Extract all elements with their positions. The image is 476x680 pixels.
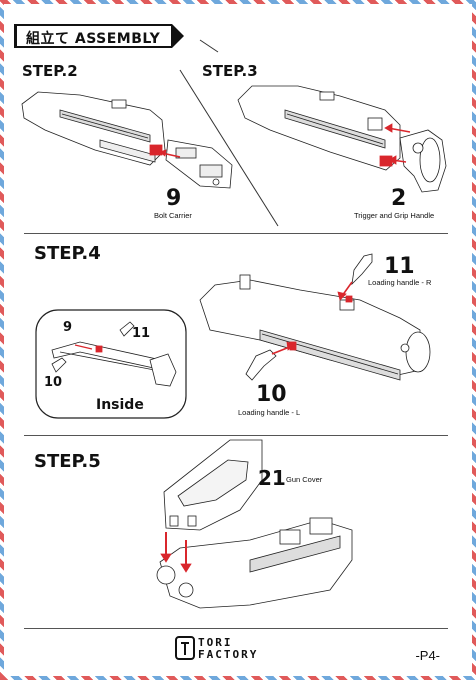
bolt-carrier-number: 9 <box>166 186 182 211</box>
gun-cover-drawing <box>163 439 263 531</box>
diagonal-divider <box>179 69 279 227</box>
page-number: -P4- <box>415 648 440 663</box>
page-title: 組立て ASSEMBLY <box>26 31 161 47</box>
loading-handle-l-name: Loading handle - L <box>238 408 301 417</box>
step5-receiver-drawing <box>156 517 353 609</box>
inset-drawing <box>51 321 177 387</box>
gun-cover-number: 21 <box>258 466 286 490</box>
step4-grip-drawing <box>400 331 431 373</box>
gun-cover-name: Gun Cover <box>286 475 323 484</box>
logo-text-line1: TORI <box>198 636 233 649</box>
step4-receiver-drawing <box>199 274 421 381</box>
step-5-label: STEP.5 <box>34 451 101 472</box>
trigger-grip-name: Trigger and Grip Handle <box>354 211 435 220</box>
loading-handle-r-drawing <box>337 253 373 301</box>
divider <box>24 435 448 436</box>
step2-receiver-drawing <box>21 91 166 166</box>
step-3-label: STEP.3 <box>202 62 258 80</box>
step-4-label: STEP.4 <box>34 243 101 264</box>
bolt-carrier-name: Bolt Carrier <box>154 211 192 220</box>
loading-handle-r-number: 11 <box>384 254 415 279</box>
inset-number-9: 9 <box>63 320 73 335</box>
step-2-label: STEP.2 <box>22 62 78 80</box>
title-bar-inner <box>16 25 172 47</box>
logo-text-line2: FACTORY <box>198 648 259 661</box>
bolt-carrier-drawing <box>159 139 233 189</box>
trigger-grip-number: 2 <box>391 186 407 211</box>
divider <box>24 628 448 629</box>
inset-label: Inside <box>96 397 144 413</box>
tori-factory-logo-icon <box>175 636 195 660</box>
divider <box>24 233 448 234</box>
loading-handle-l-drawing <box>245 341 295 381</box>
trigger-grip-drawing <box>384 123 447 193</box>
loading-handle-r-name: Loading handle - R <box>368 278 432 287</box>
loading-handle-l-number: 10 <box>256 382 287 407</box>
step3-receiver-drawing <box>237 85 401 171</box>
inset-number-11: 11 <box>132 326 151 341</box>
inset-frame <box>35 309 187 419</box>
inset-number-10: 10 <box>44 375 63 390</box>
